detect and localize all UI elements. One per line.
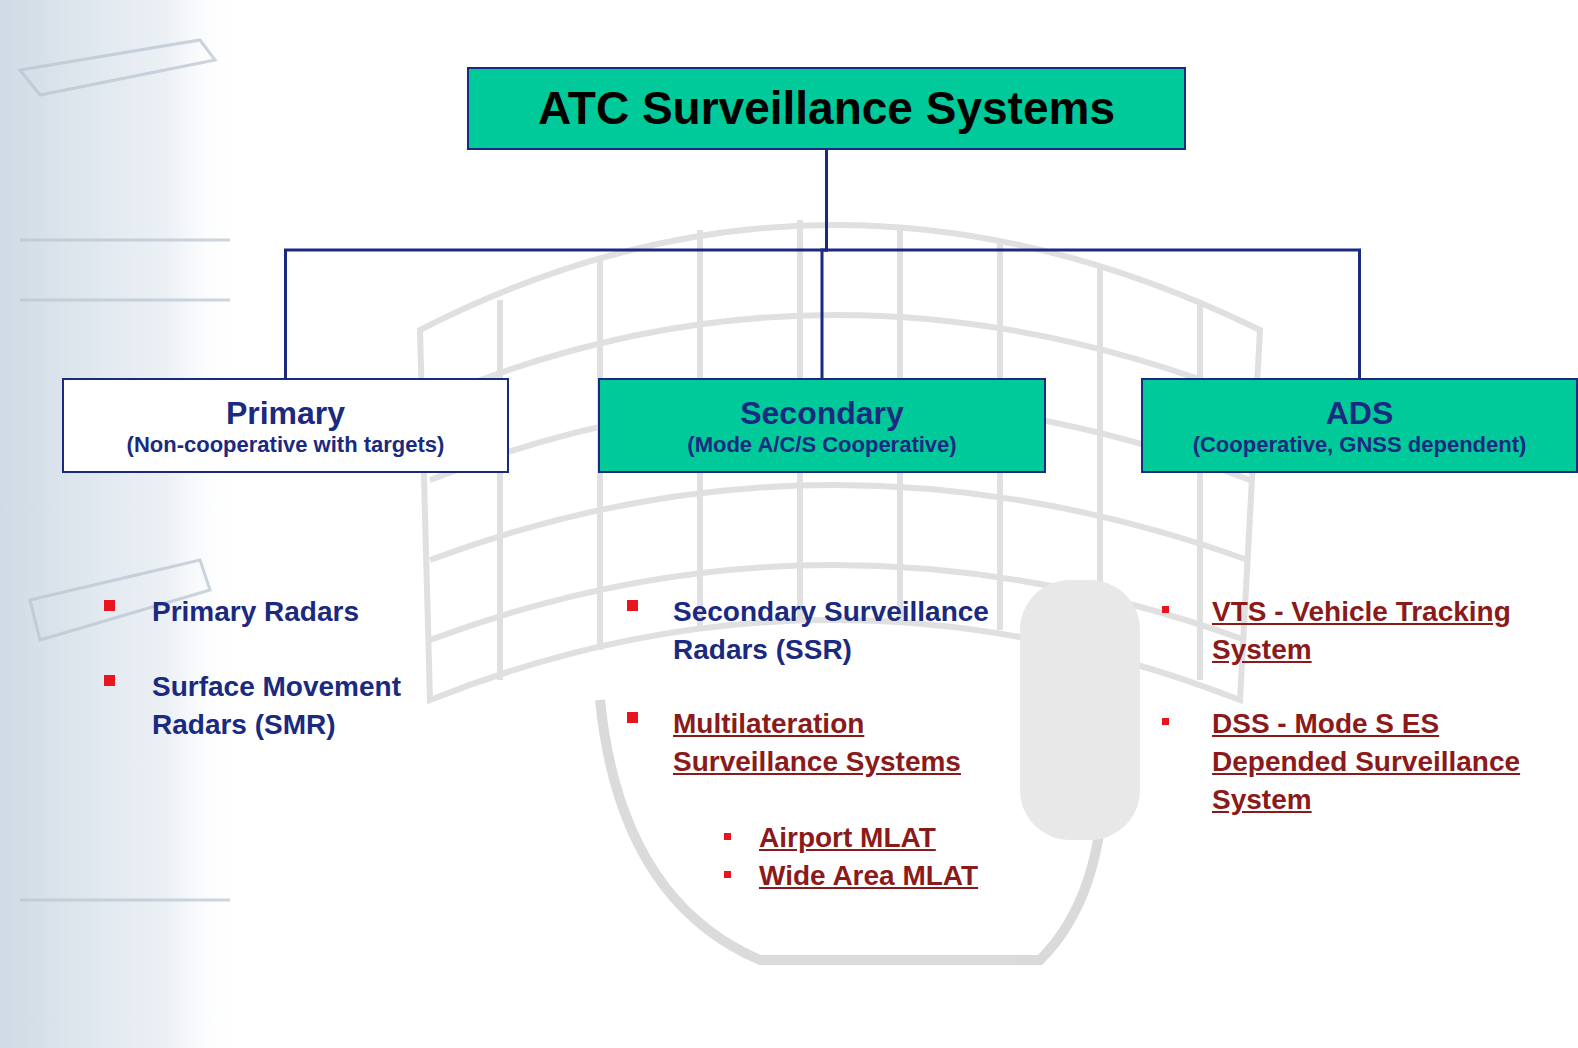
- bullet-mark: [627, 712, 638, 723]
- bullet-mark: [627, 600, 638, 611]
- bullet-mark: [104, 600, 115, 611]
- title-box: ATC Surveillance Systems: [467, 67, 1186, 150]
- box-heading: ATC Surveillance Systems: [538, 81, 1115, 136]
- category-box: Secondary(Mode A/C/S Cooperative): [598, 378, 1046, 473]
- box-heading: Primary: [226, 394, 345, 432]
- linked-list-item: DSS - Mode S ES Depended Surveillance Sy…: [1212, 705, 1570, 819]
- linked-list-item: Multilateration Surveillance Systems: [673, 705, 1023, 781]
- photo-strip: [0, 0, 240, 1048]
- box-heading: Secondary: [740, 394, 904, 432]
- box-subtitle: (Cooperative, GNSS dependent): [1193, 432, 1527, 458]
- radar-antenna: [420, 220, 1260, 960]
- box-subtitle: (Mode A/C/S Cooperative): [687, 432, 956, 458]
- category-box: ADS(Cooperative, GNSS dependent): [1141, 378, 1578, 473]
- tree-connector: [286, 150, 827, 378]
- bullet-mark: [724, 833, 731, 840]
- bullet-mark: [724, 871, 731, 878]
- box-subtitle: (Non-cooperative with targets): [127, 432, 445, 458]
- linked-list-item: Wide Area MLAT: [759, 857, 1059, 895]
- linked-list-item: Airport MLAT: [759, 819, 1019, 857]
- bullet-mark: [1162, 606, 1169, 613]
- bullet-mark: [1162, 718, 1169, 725]
- box-heading: ADS: [1326, 394, 1394, 432]
- tree-connector: [827, 150, 1360, 378]
- list-item: Surface Movement Radars (SMR): [152, 668, 472, 744]
- list-item: Secondary Surveillance Radars (SSR): [673, 593, 1043, 669]
- category-box: Primary(Non-cooperative with targets): [62, 378, 509, 473]
- list-item: Primary Radars: [152, 593, 472, 631]
- bullet-mark: [104, 675, 115, 686]
- linked-list-item: VTS - Vehicle Tracking System: [1212, 593, 1570, 669]
